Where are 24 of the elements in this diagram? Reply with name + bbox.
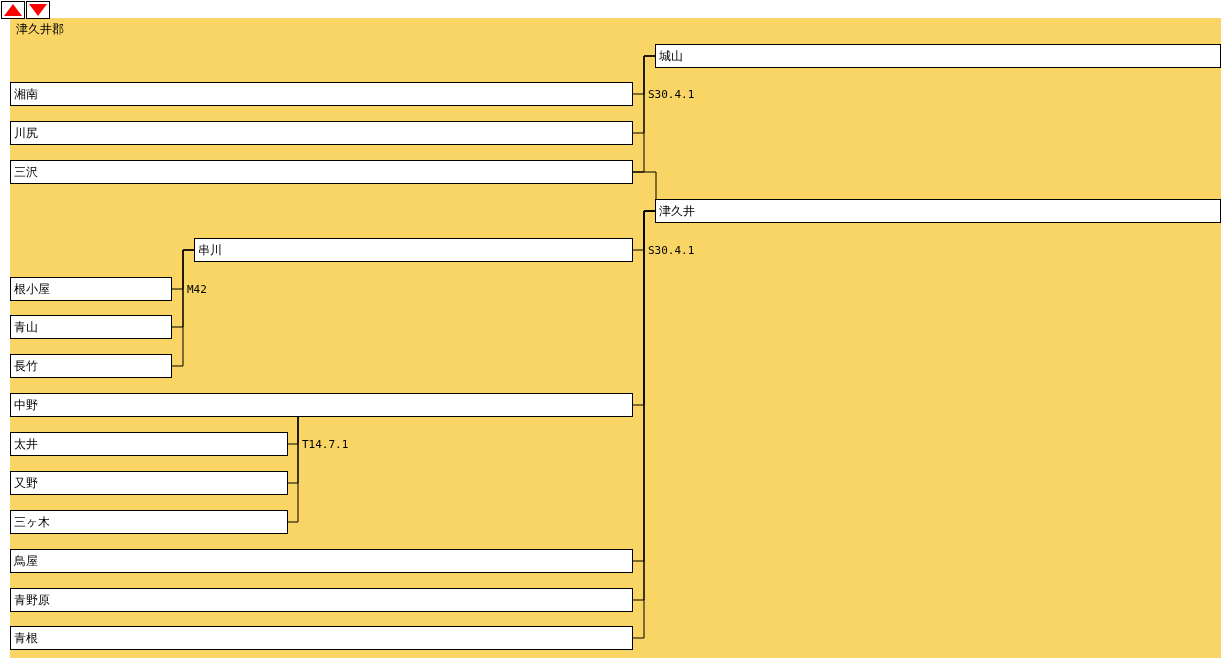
place-box: 湘南	[10, 82, 633, 106]
date-label: S30.4.1	[647, 88, 696, 101]
connector-line	[171, 249, 195, 367]
place-box: 青根	[10, 626, 633, 650]
connector-line	[632, 171, 657, 200]
date-label: S30.4.1	[647, 244, 696, 257]
place-box: 三ヶ木	[10, 510, 288, 534]
place-box: 中野	[10, 393, 633, 417]
place-box: 串川	[194, 238, 633, 262]
group-title: 津久井郡	[16, 22, 64, 37]
place-box: 又野	[10, 471, 288, 495]
place-box: 鳥屋	[10, 549, 633, 573]
date-label: T14.7.1	[301, 438, 350, 451]
place-box: 青野原	[10, 588, 633, 612]
place-box: 津久井	[655, 199, 1221, 223]
place-box: 三沢	[10, 160, 633, 184]
place-box: 城山	[655, 44, 1221, 68]
place-box: 太井	[10, 432, 288, 456]
place-box: 長竹	[10, 354, 172, 378]
place-box: 川尻	[10, 121, 633, 145]
date-label: M42	[186, 283, 208, 296]
connector-line	[287, 416, 299, 523]
place-box: 根小屋	[10, 277, 172, 301]
place-box: 青山	[10, 315, 172, 339]
